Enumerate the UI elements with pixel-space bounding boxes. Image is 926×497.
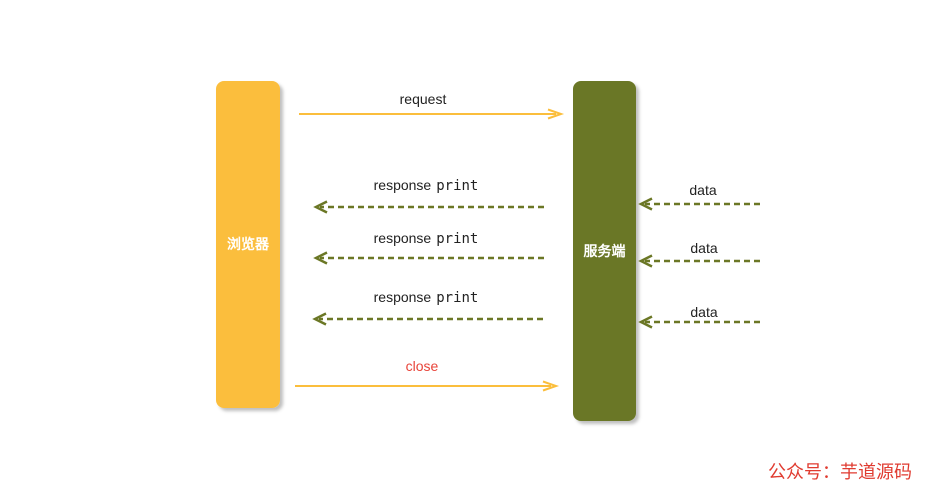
data-label-3: data bbox=[690, 304, 717, 320]
request-message: request bbox=[299, 91, 565, 120]
response-code-2: print bbox=[436, 231, 478, 247]
browser-node: 浏览器 bbox=[216, 81, 280, 408]
server-label: 服务端 bbox=[584, 243, 626, 259]
request-arrowhead bbox=[547, 108, 565, 120]
response-word-3: response bbox=[374, 289, 432, 305]
data-input-1: data bbox=[638, 182, 760, 211]
data-input-3: data bbox=[638, 304, 760, 329]
response-code-3: print bbox=[436, 290, 478, 306]
server-node: 服务端 bbox=[573, 81, 636, 421]
response-arrowhead-2 bbox=[313, 251, 328, 265]
data-arrowhead-2 bbox=[638, 254, 653, 268]
data-input-2: data bbox=[638, 240, 760, 268]
response-arrowhead-1 bbox=[313, 200, 328, 214]
close-label: close bbox=[406, 358, 439, 374]
response-arrowhead-3 bbox=[312, 312, 327, 326]
request-label: request bbox=[400, 91, 447, 107]
browser-label: 浏览器 bbox=[227, 236, 270, 252]
response-code-1: print bbox=[436, 178, 478, 194]
response-word-2: response bbox=[374, 230, 432, 246]
response-word-1: response bbox=[374, 177, 432, 193]
data-arrowhead-1 bbox=[638, 197, 653, 211]
watermark-text: 公众号：芋道源码 bbox=[768, 462, 912, 482]
data-label-1: data bbox=[689, 182, 716, 198]
server-box bbox=[573, 81, 636, 421]
close-message: close bbox=[295, 358, 560, 392]
data-arrowhead-3 bbox=[638, 315, 653, 329]
browser-box bbox=[216, 81, 280, 408]
close-arrowhead bbox=[542, 380, 560, 392]
data-label-2: data bbox=[690, 240, 717, 256]
